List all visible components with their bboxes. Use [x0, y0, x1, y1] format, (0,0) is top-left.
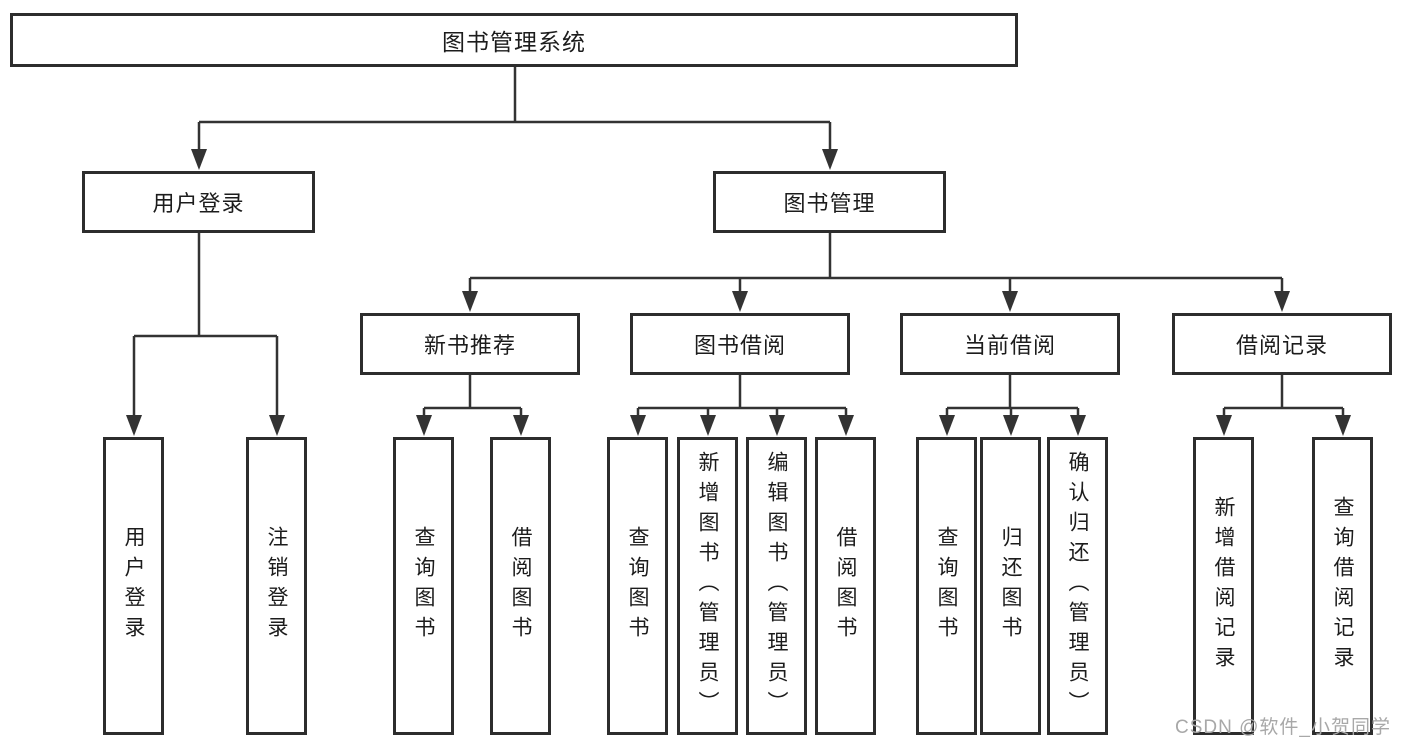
leaf-add-book-admin: 新增图书（管理员） — [677, 437, 738, 735]
leaf-query-books-borrowing: 查询图书 — [607, 437, 668, 735]
leaf-query-books-current: 查询图书 — [916, 437, 977, 735]
node-book-borrowing: 图书借阅 — [630, 313, 850, 375]
leaf-logout: 注销登录 — [246, 437, 307, 735]
leaf-query-borrow-record: 查询借阅记录 — [1312, 437, 1373, 735]
node-borrowing-records: 借阅记录 — [1172, 313, 1392, 375]
leaf-return-book: 归还图书 — [980, 437, 1041, 735]
leaf-add-borrow-record: 新增借阅记录 — [1193, 437, 1254, 735]
leaf-confirm-return-admin: 确认归还（管理员） — [1047, 437, 1108, 735]
leaf-borrow-books-borrowing: 借阅图书 — [815, 437, 876, 735]
arrowheads — [126, 149, 1351, 436]
leaf-query-books-recommend: 查询图书 — [393, 437, 454, 735]
leaf-borrow-books-recommend: 借阅图书 — [490, 437, 551, 735]
node-book-management: 图书管理 — [713, 171, 946, 233]
node-user-login: 用户登录 — [82, 171, 315, 233]
leaf-edit-book-admin: 编辑图书（管理员） — [746, 437, 807, 735]
csdn-watermark: CSDN @软件_小贺同学 — [1175, 717, 1391, 738]
node-new-book-recommendation: 新书推荐 — [360, 313, 580, 375]
leaf-user-login: 用户登录 — [103, 437, 164, 735]
node-library-management-system: 图书管理系统 — [10, 13, 1018, 67]
node-current-borrowing: 当前借阅 — [900, 313, 1120, 375]
